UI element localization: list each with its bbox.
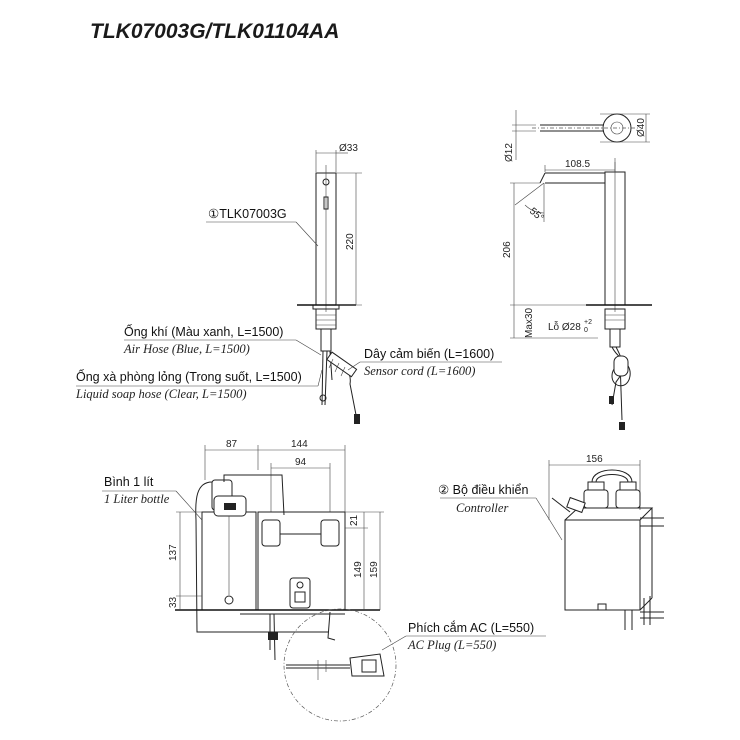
sensor-cord-en: Sensor cord (L=1600)	[364, 364, 475, 378]
dim-dia-33: Ø33	[339, 143, 358, 154]
faucet-side-view	[510, 110, 652, 430]
dim-87: 87	[226, 439, 238, 450]
dim-dia-12: Ø12	[504, 143, 515, 162]
dim-159: 159	[369, 561, 380, 578]
dim-height-220: 220	[345, 233, 356, 250]
dim-144: 144	[291, 439, 308, 450]
dim-21: 21	[349, 514, 360, 526]
air-hose-vi: Ống khí (Màu xanh, L=1500)	[124, 324, 283, 339]
controller-label-en: Controller	[456, 501, 508, 515]
ac-plug-label-vi: Phích cắm AC (L=550)	[408, 620, 534, 635]
dim-dia-40: Ø40	[636, 118, 647, 137]
dim-height-206: 206	[502, 241, 513, 258]
bottle-assembly	[102, 445, 546, 722]
faucet-model-label: ①TLK07003G	[208, 207, 287, 221]
dim-149: 149	[353, 561, 364, 578]
bottle-label-en: 1 Liter bottle	[104, 492, 170, 506]
dim-hole-tol-minus: 0	[584, 327, 588, 334]
dim-94: 94	[295, 457, 307, 468]
dim-reach: 108.5	[565, 159, 590, 170]
sensor-cord-vi: Dây cảm biến (L=1600)	[364, 347, 494, 361]
faucet-front-view	[206, 150, 362, 424]
dim-137: 137	[168, 544, 179, 561]
dim-max-thickness: Max30	[524, 308, 535, 338]
drawing-title: TLK07003G/TLK01104AA	[90, 20, 339, 43]
controller-label-vi: ② Bộ điều khiển	[438, 483, 528, 497]
dim-hole-tol-plus: +2	[584, 319, 592, 326]
dim-156: 156	[586, 454, 603, 465]
ac-plug-label-en: AC Plug (L=550)	[407, 638, 496, 652]
soap-hose-en: Liquid soap hose (Clear, L=1500)	[75, 387, 247, 401]
dim-hole: Lỗ Ø28	[548, 320, 581, 333]
dim-33: 33	[168, 596, 179, 608]
bottle-label-vi: Bình 1 lít	[104, 475, 154, 489]
controller-view	[440, 460, 664, 630]
air-hose-en: Air Hose (Blue, L=1500)	[123, 342, 250, 356]
soap-hose-vi: Ống xà phòng lỏng (Trong suốt, L=1500)	[76, 369, 302, 384]
hose-leaders	[76, 339, 502, 387]
